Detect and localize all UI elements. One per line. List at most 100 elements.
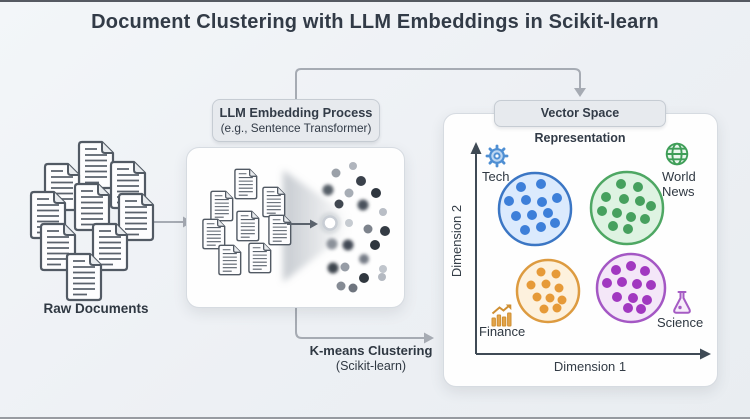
cluster-dot-finance <box>557 295 567 305</box>
embed-arrowhead <box>310 219 318 229</box>
cluster-dot-finance <box>536 267 546 277</box>
x-axis-label: Dimension 1 <box>553 359 627 374</box>
cluster-dot-science <box>640 266 650 276</box>
llm-embedding-process-tag: LLM Embedding Process (e.g., Sentence Tr… <box>212 99 380 142</box>
flask-icon <box>673 291 691 314</box>
cluster-dot-tech <box>537 197 547 207</box>
embedding-dot <box>322 184 334 196</box>
embedding-dot <box>342 239 354 251</box>
document-icon <box>262 186 286 218</box>
cluster-dot-finance <box>552 303 562 313</box>
embedding-dot <box>380 226 390 236</box>
cluster-dot-science <box>646 280 656 290</box>
cluster-label-world-news: World News <box>662 169 696 200</box>
cluster-dot-world-news <box>626 212 636 222</box>
embedding-scene <box>202 162 390 293</box>
cluster-dot-world-news <box>646 201 656 211</box>
document-icon <box>268 214 292 246</box>
cluster-dot-science <box>623 303 633 313</box>
embedding-dot <box>359 254 369 264</box>
bottom-edge-strip <box>0 417 750 419</box>
cluster-dot-tech <box>511 211 521 221</box>
llm-tag-line2: (e.g., Sentence Transformer) <box>220 121 372 135</box>
vector-space-tag: Vector Space Representation <box>494 100 666 145</box>
document-icon <box>218 244 242 276</box>
embedding-dot <box>334 199 344 209</box>
cluster-dot-tech <box>521 195 531 205</box>
gear-icon <box>485 144 509 168</box>
cluster-dot-tech <box>527 210 537 220</box>
connector-embed-to-vector <box>295 68 581 99</box>
embedding-dot <box>344 188 354 198</box>
embedding-dot <box>357 199 369 211</box>
cluster-finance <box>515 258 581 324</box>
cluster-dot-finance <box>541 279 551 289</box>
cluster-dot-science <box>632 279 642 289</box>
document-icon <box>236 210 260 242</box>
cluster-dot-world-news <box>597 206 607 216</box>
cluster-dot-finance <box>526 280 536 290</box>
arrowhead-right-kmeans <box>424 332 434 344</box>
embedding-dots <box>319 162 390 293</box>
document-icon <box>210 190 234 222</box>
embedding-dot <box>327 262 339 274</box>
kmeans-label-line2: (Scikit-learn) <box>335 359 407 373</box>
page-title: Document Clustering with LLM Embeddings … <box>91 11 659 33</box>
cluster-label-science: Science <box>657 315 704 330</box>
embedding-dot <box>356 176 366 186</box>
cluster-dot-world-news <box>608 221 618 231</box>
cluster-dot-world-news <box>601 192 611 202</box>
cluster-dot-world-news <box>619 194 629 204</box>
embedding-dot <box>331 168 341 178</box>
cluster-dot-world-news <box>635 196 645 206</box>
arrowhead-down <box>574 88 586 97</box>
cluster-dot-science <box>636 304 646 314</box>
cluster-dot-finance <box>539 304 549 314</box>
cluster-tech <box>497 171 573 247</box>
embedding-process-box <box>186 147 405 308</box>
cluster-dot-world-news <box>616 179 626 189</box>
document-icon <box>202 218 226 250</box>
cluster-dot-science <box>602 278 612 288</box>
embedding-dot <box>379 265 387 273</box>
cluster-dot-tech <box>504 196 514 206</box>
embedding-dot <box>326 238 338 250</box>
top-edge-strip <box>0 0 750 2</box>
cluster-dot-tech <box>550 218 560 228</box>
cluster-label-finance: Finance <box>479 324 526 339</box>
embedding-dot <box>340 262 350 272</box>
cluster-dot-world-news <box>612 208 622 218</box>
y-axis-label: Dimension 2 <box>449 204 464 278</box>
cluster-dot-world-news <box>640 214 650 224</box>
cluster-dot-tech <box>536 179 546 189</box>
embedding-dot <box>363 224 373 234</box>
cluster-dot-finance <box>532 292 542 302</box>
embedding-dot <box>370 240 380 250</box>
embedding-dot <box>378 273 386 281</box>
clusters <box>497 170 667 324</box>
embedding-dot <box>359 273 369 283</box>
cluster-dot-science <box>617 277 627 287</box>
mini-documents-cluster <box>202 168 292 276</box>
raw-documents-cluster <box>29 140 155 302</box>
cluster-circle-finance <box>515 258 581 324</box>
y-axis-arrowhead <box>470 142 482 154</box>
vector-space-plot <box>470 142 711 360</box>
document-icon <box>234 168 258 200</box>
document-icon <box>65 252 103 302</box>
cluster-world-news <box>589 170 665 246</box>
globe-icon <box>665 142 689 166</box>
x-axis-arrowhead <box>700 348 711 360</box>
cluster-dot-finance <box>545 293 555 303</box>
cluster-dot-finance <box>554 283 564 293</box>
cluster-dot-science <box>628 293 638 303</box>
cluster-science <box>595 252 667 324</box>
cluster-dot-tech <box>520 225 530 235</box>
document-icon <box>77 140 115 190</box>
embedding-dot <box>371 188 381 198</box>
cluster-dot-science <box>611 265 621 275</box>
document-icon <box>248 242 272 274</box>
raw-documents-label: Raw Documents <box>43 301 149 316</box>
highlight-embedding-dot <box>322 215 338 231</box>
